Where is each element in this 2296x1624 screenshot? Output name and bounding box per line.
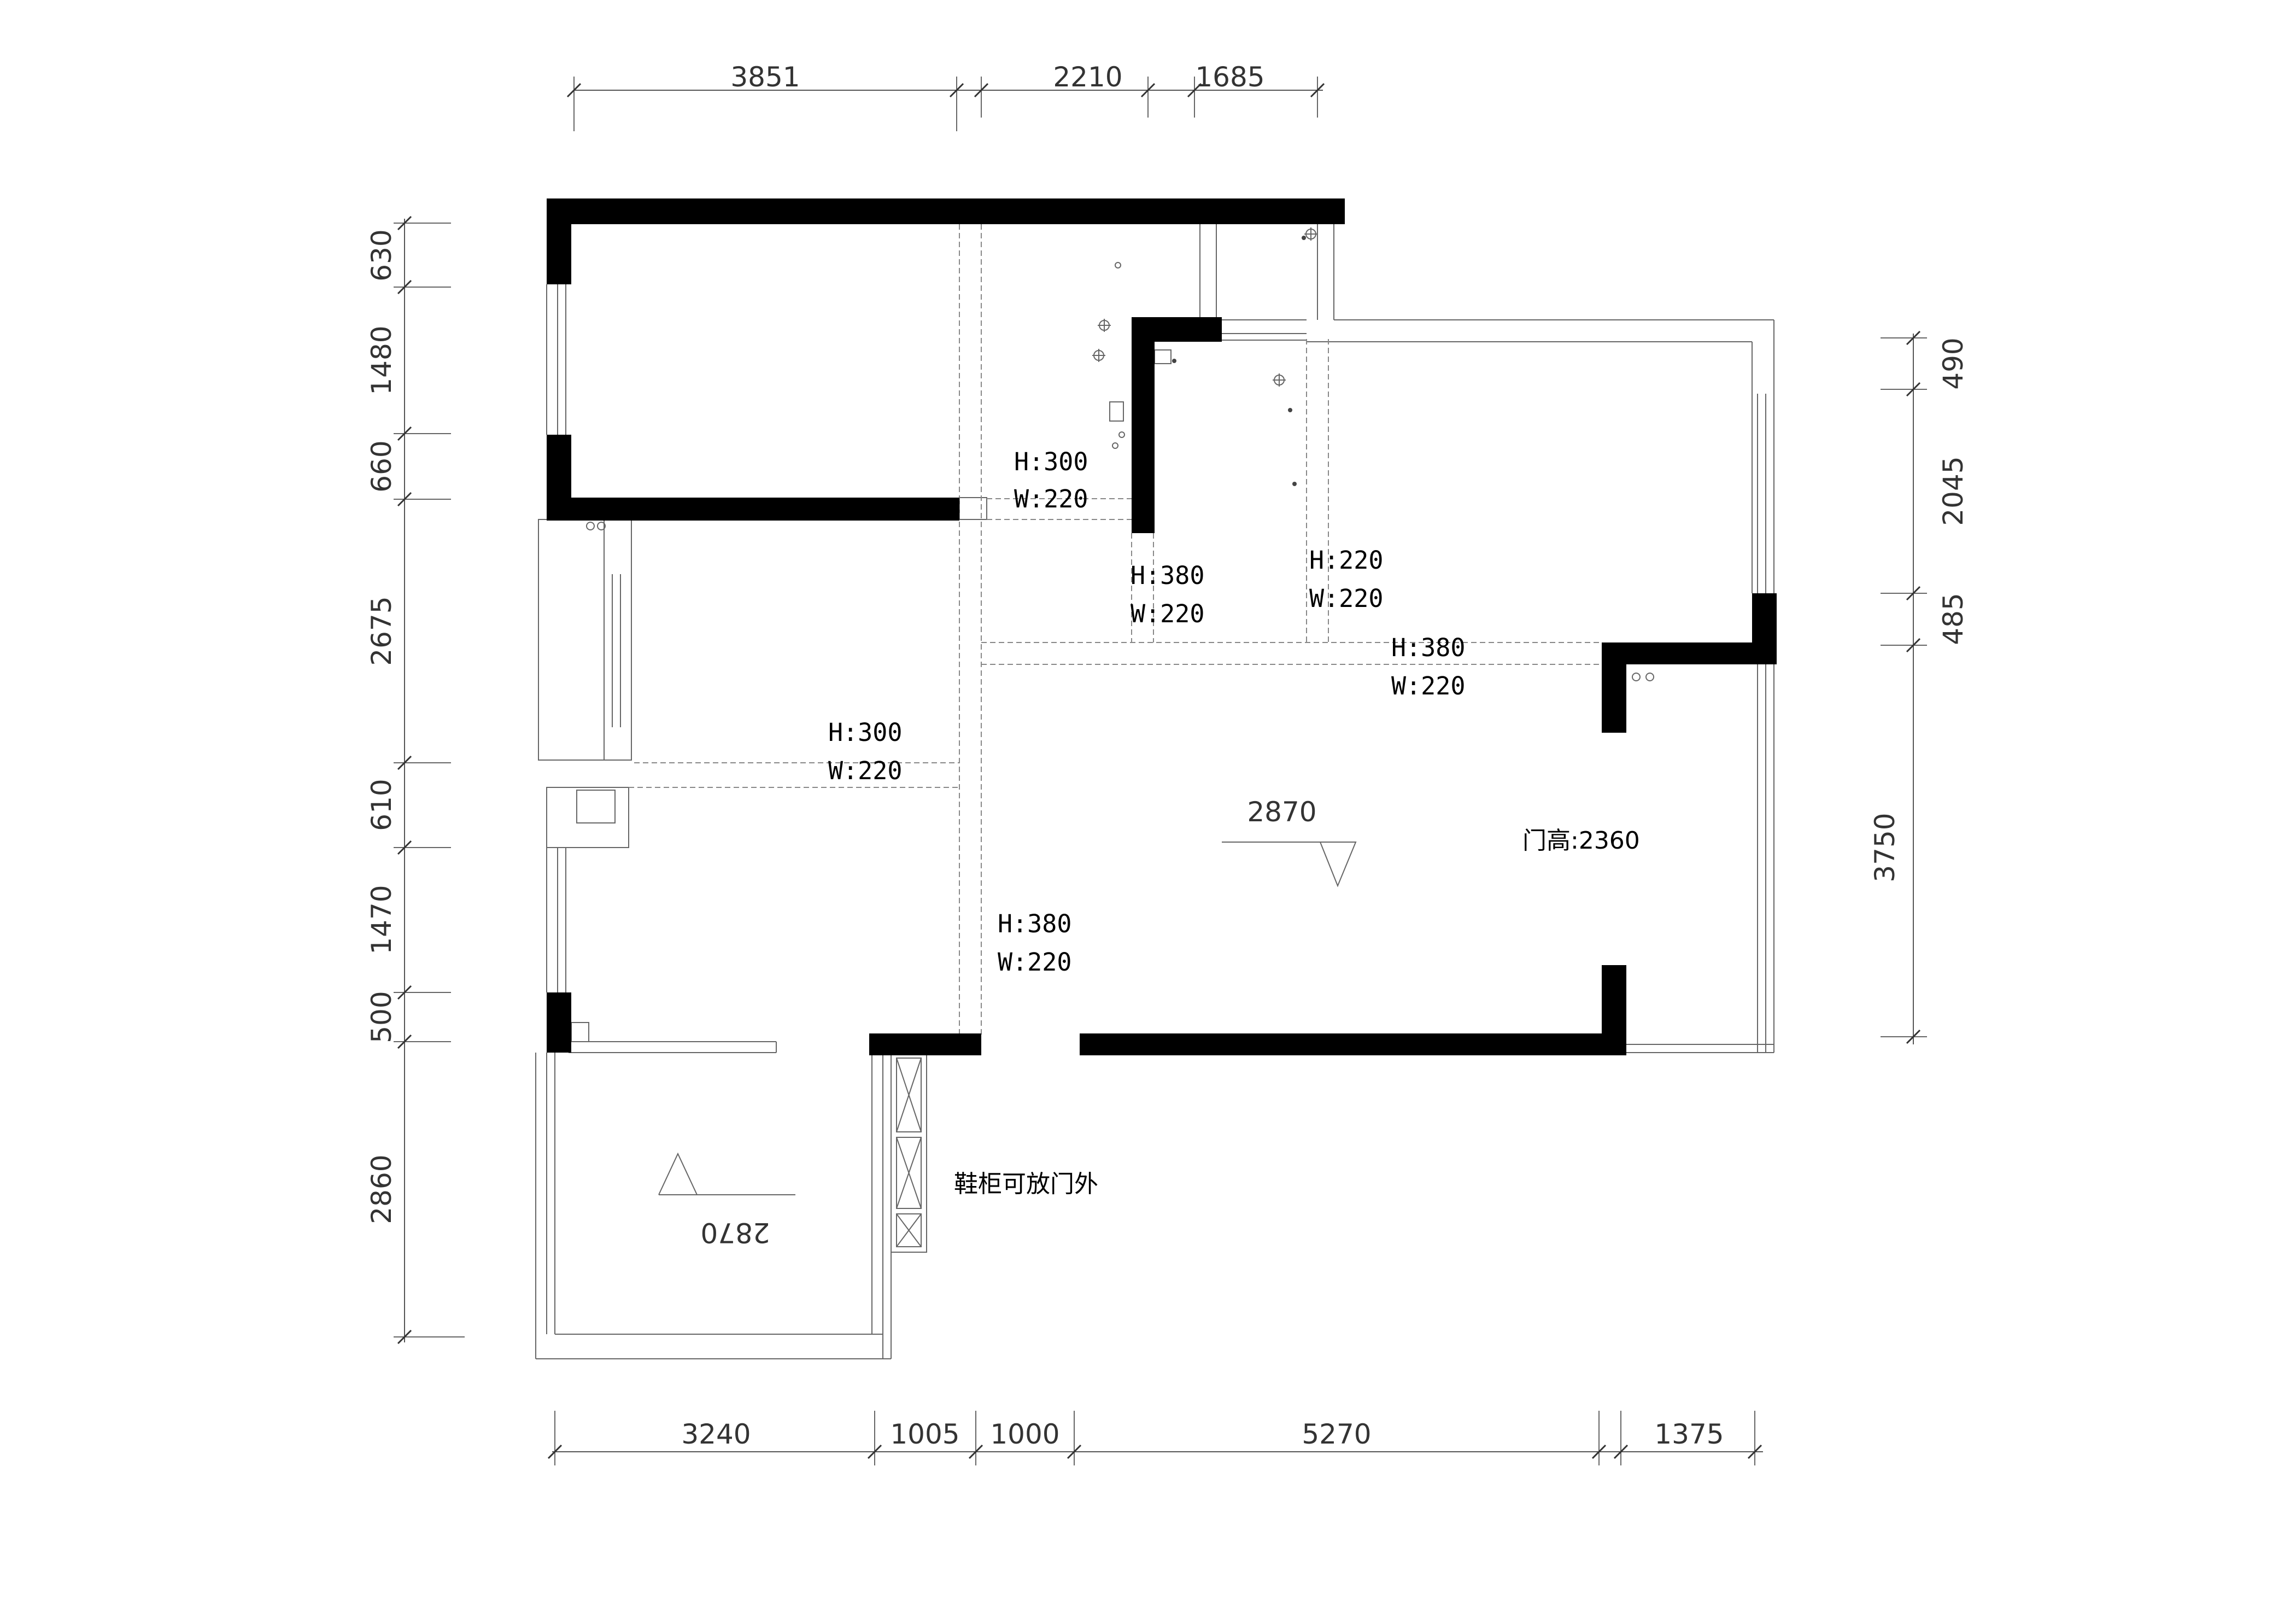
shoe-cabinet: [891, 1052, 927, 1253]
opening-5-width: W:220: [828, 756, 902, 785]
upper-balcony-frame: [1199, 224, 1334, 341]
left-dimension-chain: 630 1480 660 2675 610 1470 500 2860: [366, 215, 465, 1345]
opening-2-width: W:220: [1131, 599, 1204, 628]
bottom-dim-2: 1005: [890, 1418, 959, 1450]
living-corner-outlets: [1632, 673, 1654, 681]
ceiling-height-balcony: 2870: [700, 1217, 770, 1248]
left-dim-3: 660: [366, 440, 397, 492]
kitchen-counter: [569, 1022, 777, 1053]
thin-outlines: [535, 224, 1774, 1359]
fixtures: [1092, 227, 1654, 681]
opening-3-height: H:220: [1309, 546, 1383, 575]
right-dim-2: 2045: [1937, 456, 1969, 525]
window-left-lower: [546, 848, 566, 992]
left-cabinet-block: [538, 519, 632, 848]
bottom-dimension-chain: 3240 1005 1000 5270 1375: [547, 1411, 1763, 1465]
right-dim-3: 485: [1937, 593, 1969, 645]
right-dimension-chain: 490 2045 485 3750: [1869, 330, 1969, 1044]
bottom-dim-1: 3240: [681, 1418, 751, 1450]
opening-4-height: H:380: [1391, 633, 1465, 662]
top-dimension-chain: 3851 2210 1685: [566, 61, 1325, 131]
right-bedroom-outline: [1307, 319, 1774, 593]
ceiling-height-living: 2870: [1247, 796, 1316, 828]
lower-balcony-frame: [535, 1053, 892, 1359]
living-right-window: [1621, 662, 1774, 1053]
left-dim-5: 610: [366, 779, 397, 831]
bottom-dim-5: 1375: [1654, 1418, 1724, 1450]
door-height-note: 门高:2360: [1522, 827, 1640, 855]
left-dim-8: 2860: [366, 1154, 397, 1224]
left-dim-1: 630: [366, 229, 397, 281]
opening-labels: H:300 W:220 H:380 W:220 H:220 W:220 H:38…: [828, 447, 1465, 977]
left-dim-2: 1480: [366, 325, 397, 395]
ceiling-marker-balcony: 2870: [658, 1152, 795, 1248]
opening-5-height: H:300: [828, 718, 902, 747]
door-frame-small: [959, 497, 987, 520]
window-left-bedroom: [546, 284, 566, 435]
top-dim-3: 1685: [1195, 61, 1264, 93]
opening-4-width: W:220: [1391, 671, 1465, 700]
right-dim-1: 490: [1937, 337, 1969, 389]
top-dim-1: 3851: [730, 61, 800, 93]
upper-bathroom-fixtures: [1092, 227, 1317, 486]
left-dim-7: 500: [366, 991, 397, 1043]
opening-2-height: H:380: [1131, 561, 1204, 590]
ceiling-marker-living: 2870: [1222, 796, 1357, 887]
bottom-dim-3: 1000: [990, 1418, 1059, 1450]
right-dim-4: 3750: [1869, 813, 1901, 882]
left-dim-6: 1470: [366, 885, 397, 954]
top-dim-2: 2210: [1053, 61, 1122, 93]
structural-walls: [547, 198, 1777, 1055]
bottom-dim-4: 5270: [1302, 1418, 1371, 1450]
opening-6-height: H:380: [998, 909, 1071, 938]
opening-1-width: W:220: [1014, 484, 1088, 513]
opening-1-height: H:300: [1014, 447, 1088, 476]
shoe-cabinet-note: 鞋柜可放门外: [954, 1170, 1098, 1198]
opening-3-width: W:220: [1309, 584, 1383, 613]
left-dim-4: 2675: [366, 596, 397, 665]
opening-6-width: W:220: [998, 948, 1071, 977]
dashed-beams: [629, 224, 1602, 1036]
